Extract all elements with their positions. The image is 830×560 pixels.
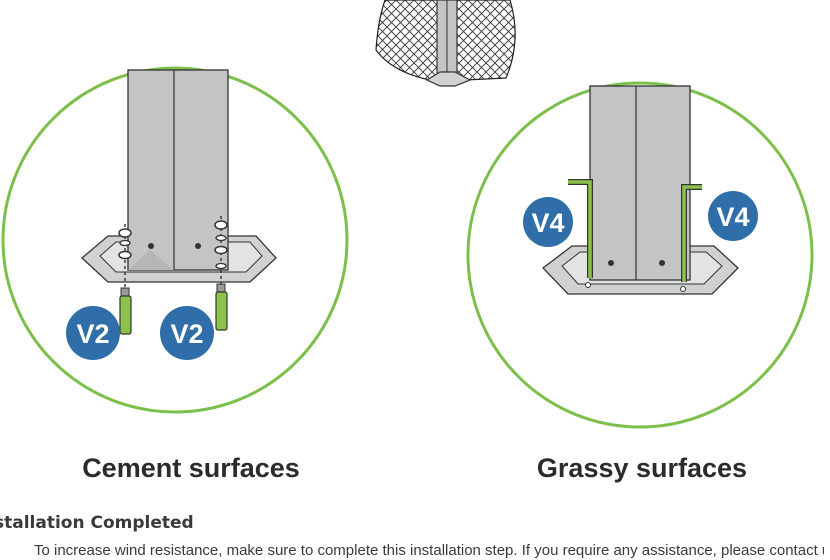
badge-v2-left: V2 bbox=[66, 306, 120, 360]
grassy-detail-circle: V4 V4 bbox=[468, 83, 812, 427]
svg-text:V2: V2 bbox=[170, 319, 203, 349]
square-post bbox=[590, 86, 690, 280]
square-post bbox=[128, 70, 228, 270]
caption-cement-surfaces: Cement surfaces bbox=[40, 448, 342, 488]
svg-text:V4: V4 bbox=[716, 202, 749, 232]
svg-text:V4: V4 bbox=[531, 208, 564, 238]
section-body-text: To increase wind resistance, make sure t… bbox=[34, 542, 824, 560]
cement-detail-circle: V2 V2 bbox=[3, 68, 347, 412]
badge-v4-right: V4 bbox=[708, 191, 758, 241]
badge-v2-right: V2 bbox=[160, 306, 214, 360]
svg-text:V2: V2 bbox=[76, 319, 109, 349]
net-post-top-view bbox=[376, 0, 515, 86]
caption-grassy-surfaces: Grassy surfaces bbox=[490, 448, 794, 488]
section-heading: stallation Completed bbox=[0, 511, 194, 535]
badge-v4-left: V4 bbox=[523, 197, 573, 247]
